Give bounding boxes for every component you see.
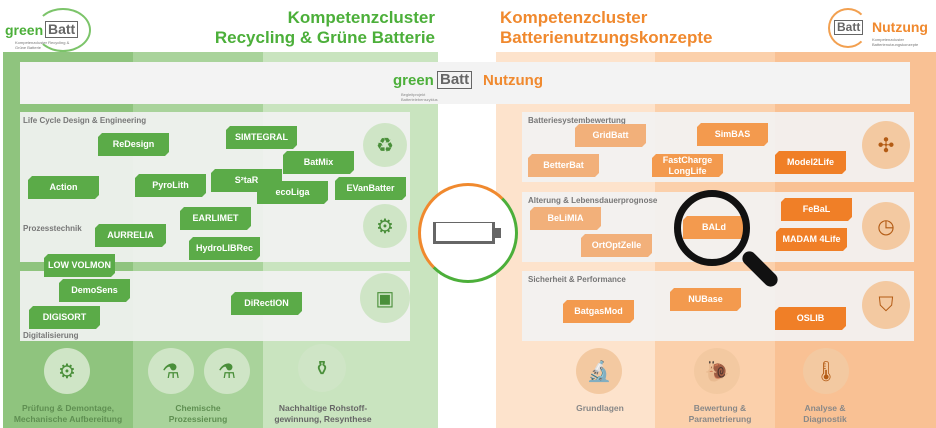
project-oslib[interactable]: OSLIB	[775, 307, 846, 330]
project-direction[interactable]: DiRectION	[231, 292, 302, 315]
logo-subtitle: Kompetenzcluster Recycling & Grüne Batte…	[15, 40, 70, 50]
logo-text: Batt	[834, 20, 864, 35]
column-label: Grundlagen	[576, 403, 624, 413]
project-batgasmod[interactable]: BatgasMod	[563, 300, 634, 323]
row-label: Sicherheit & Performance	[528, 275, 626, 284]
clock-icon: ◷	[862, 202, 910, 250]
gears-icon: ⚙	[44, 348, 90, 394]
column-label: Prüfung & Demontage, Mechanische Aufbere…	[13, 403, 123, 424]
beaker-icon: ⚗	[204, 348, 250, 394]
project-action[interactable]: Action	[28, 176, 99, 199]
puzzle-icon: ✣	[862, 121, 910, 169]
project-pyrolith[interactable]: PyroLith	[135, 174, 206, 197]
top-banner	[20, 62, 910, 104]
snail-icon: 🐌	[694, 348, 740, 394]
project-madam-4life[interactable]: MADAM 4Life	[776, 228, 847, 251]
column-label: Nachhaltige Rohstoff-gewinnung, Resynthe…	[274, 403, 372, 424]
logo-subtitle: Kompetenzcluster Batterienutzungskonzept…	[872, 37, 919, 47]
shield-icon: ⛉	[862, 281, 910, 329]
project-belimia[interactable]: BeLiMIA	[530, 207, 601, 230]
digital-device-icon: ▣	[360, 273, 410, 323]
battery-icon	[433, 222, 495, 244]
microscope-icon: 🔬	[576, 348, 622, 394]
project-batmix[interactable]: BatMix	[283, 151, 354, 174]
magnifier-icon	[674, 190, 750, 266]
recycle-battery-icon: ♻	[363, 123, 407, 167]
row-label: Alterung & Lebensdauerprognose	[528, 196, 658, 205]
project-demosens[interactable]: DemoSens	[59, 279, 130, 302]
project-febal[interactable]: FeBaL	[781, 198, 852, 221]
logo-text: Nutzung	[872, 19, 928, 35]
project-nubase[interactable]: NUBase	[670, 288, 741, 311]
crucible-icon: ⚗	[148, 348, 194, 394]
column-label: Analyse & Diagnostik	[803, 403, 847, 424]
project-evanbatter[interactable]: EVanBatter	[335, 177, 406, 200]
project-gridbatt[interactable]: GridBatt	[575, 124, 646, 147]
project-model2life[interactable]: Model2Life	[775, 151, 846, 174]
project-ecoliga[interactable]: ecoLiga	[257, 181, 328, 204]
project-redesign[interactable]: ReDesign	[98, 133, 169, 156]
column-label: Chemische Prozessierung	[168, 403, 228, 424]
greenbatt-logo: green Batt Kompetenzcluster Recycling & …	[5, 8, 95, 52]
project-betterbat[interactable]: BetterBat	[528, 154, 599, 177]
project-hydrolibrec[interactable]: HydroLIBRec	[189, 237, 260, 260]
project-low-volmon[interactable]: LOW VOLMON	[44, 254, 115, 277]
logo-text: green	[5, 22, 44, 38]
logo-text: Batt	[45, 21, 79, 38]
column-label: Bewertung & Parametrierung	[688, 403, 752, 424]
project-aurrelia[interactable]: AURRELIA	[95, 224, 166, 247]
project-earlimet[interactable]: EARLIMET	[180, 207, 251, 230]
battnutzung-logo: Batt Nutzung Kompetenzcluster Batterienu…	[820, 6, 932, 48]
project-fastcharge-longlife[interactable]: FastCharge LongLife	[652, 154, 723, 177]
row-label: Digitalisierung	[23, 331, 79, 340]
center-logo: green Batt Nutzung Begleitprojekt Batter…	[393, 71, 543, 102]
project-digisort[interactable]: DIGISORT	[29, 306, 100, 329]
row-label: Prozesstechnik	[23, 224, 82, 233]
reactor-icon: ⚱	[298, 344, 346, 392]
thermometer-icon: 🌡	[803, 348, 849, 394]
project-ortoptzelle[interactable]: OrtOptZelle	[581, 234, 652, 257]
process-machine-icon: ⚙	[363, 204, 407, 248]
project-simbas[interactable]: SimBAS	[697, 123, 768, 146]
row-label: Batteriesystembewertung	[528, 116, 626, 125]
project-simtegral[interactable]: SIMTEGRAL	[226, 126, 297, 149]
battery-circle	[418, 183, 518, 283]
row-label: Life Cycle Design & Engineering	[23, 116, 147, 125]
